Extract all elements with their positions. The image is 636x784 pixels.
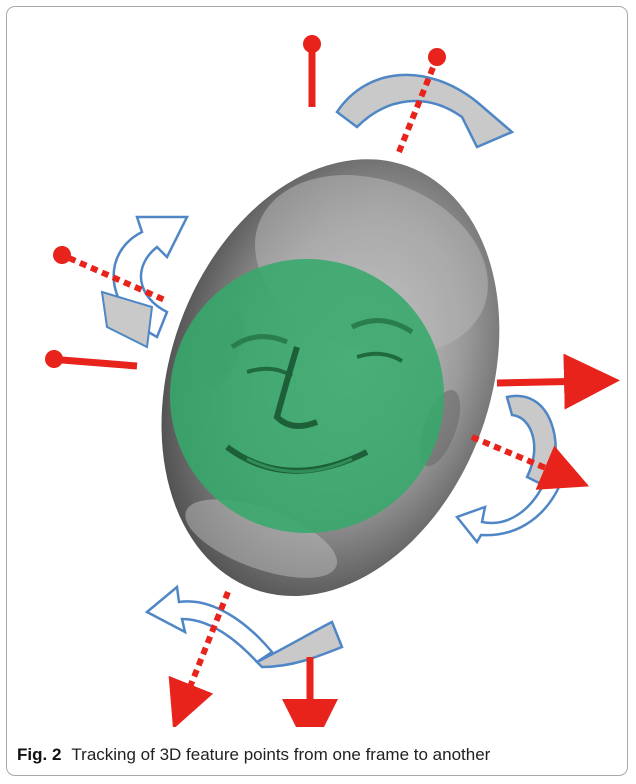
left-axis-group [45,217,187,368]
figure-panel: Fig. 2 Tracking of 3D feature points from… [6,6,628,776]
figure-label: Fig. 2 [17,745,61,764]
figure-caption: Fig. 2 Tracking of 3D feature points from… [17,745,617,765]
caption-text: Tracking of 3D feature points from one f… [71,745,490,764]
face-region-overlay [170,259,444,533]
top-axis-group [303,35,512,152]
bottom-axis-group [147,587,342,727]
figure-illustration [7,7,627,727]
